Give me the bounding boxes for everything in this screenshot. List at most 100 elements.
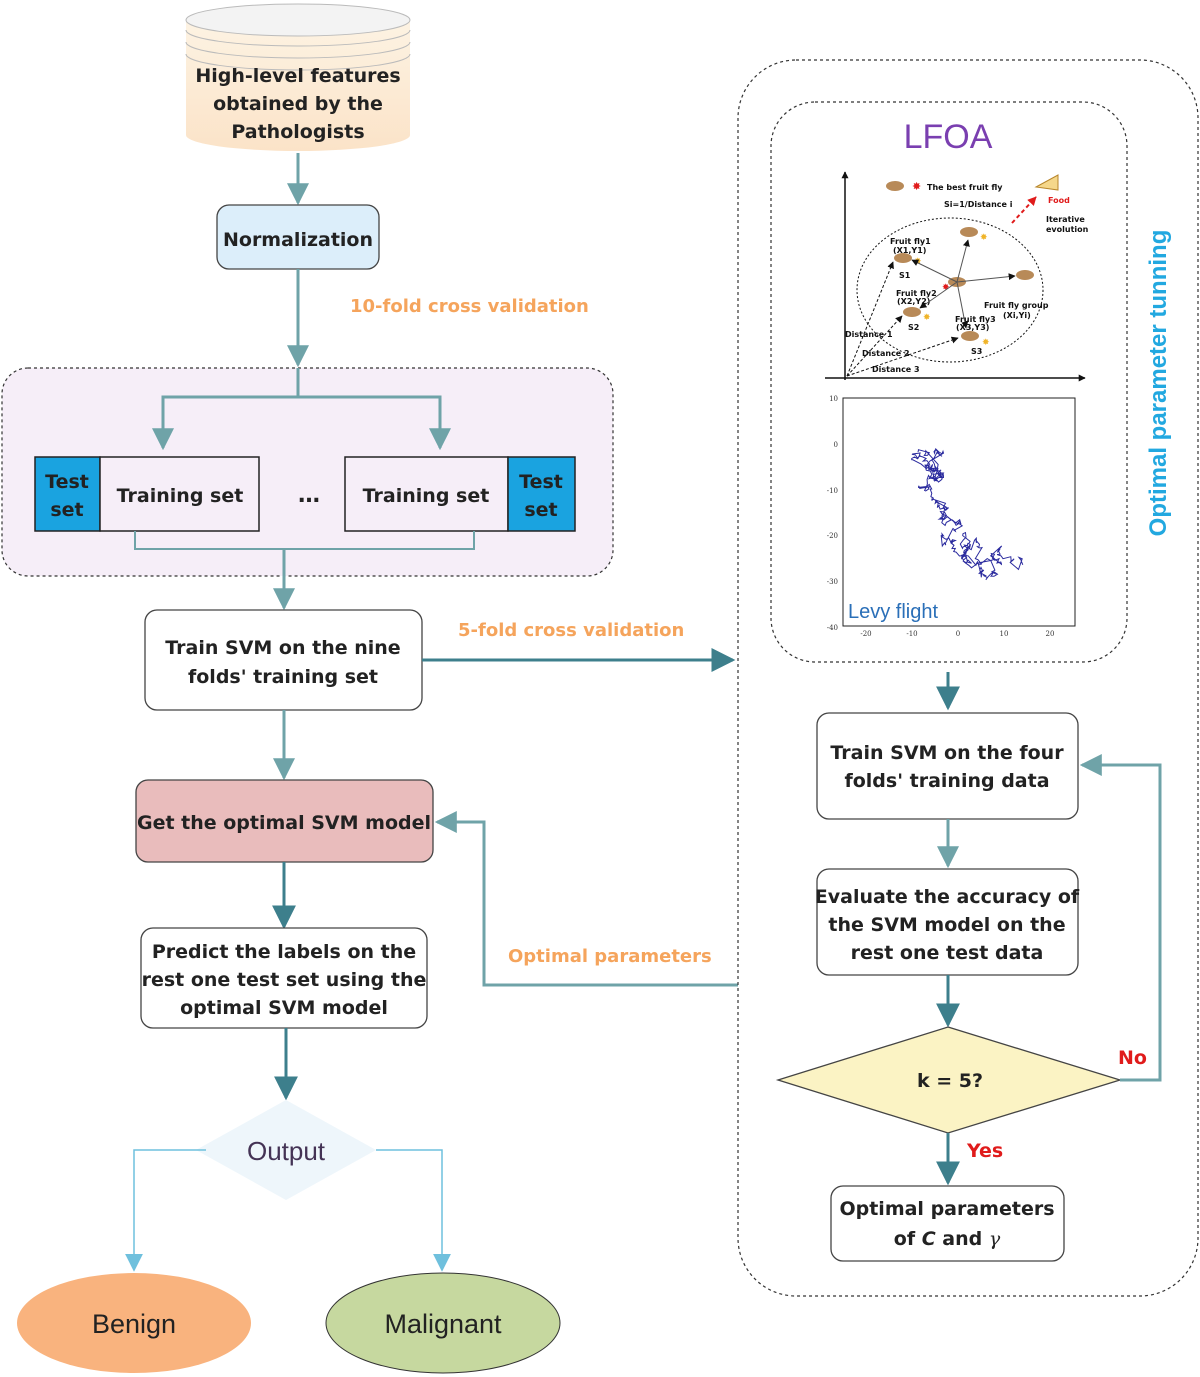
x-tick: 0 — [956, 630, 960, 638]
final-and: and — [936, 1228, 989, 1250]
training-right-label: Training set — [363, 485, 490, 507]
predict-line-2: rest one test set using the — [142, 969, 427, 991]
tuning-panel — [737, 59, 1199, 1297]
fly2-icon — [903, 307, 921, 317]
x-tick: -10 — [906, 630, 917, 638]
foa-illustration: ✸ The best fruit fly Si=1/Distance i Foo… — [825, 171, 1089, 382]
s3-label: S3 — [971, 347, 982, 356]
iterative-line-1: Iterative — [1046, 215, 1085, 224]
lfoa-panel — [770, 101, 1128, 663]
distance-3-label: Distance 3 — [872, 365, 920, 374]
fly3-label: Fruit fly3 — [955, 315, 996, 324]
final-line-1: Optimal parameters — [839, 1198, 1054, 1220]
optimal-svm-label: Get the optimal SVM model — [137, 812, 431, 834]
iterative-line-2: evolution — [1046, 225, 1089, 234]
best-fly-label: The best fruit fly — [927, 183, 1003, 192]
output-label: Output — [247, 1136, 326, 1166]
fly1-icon — [894, 253, 912, 263]
fly-top-icon — [960, 227, 978, 237]
db-line-3: Pathologists — [231, 121, 364, 143]
y-tick: 10 — [829, 395, 838, 403]
benign-node: Benign — [17, 1273, 251, 1373]
db-line-2: obtained by the — [213, 93, 383, 115]
final-gamma: γ — [989, 1228, 1001, 1250]
input-database: High-level features obtained by the Path… — [185, 3, 411, 151]
food-label: Food — [1048, 196, 1070, 205]
best-fly-icon — [886, 181, 904, 191]
arrow-output-benign — [125, 1149, 206, 1272]
x-tick: -20 — [860, 630, 871, 638]
group-label: Fruit fly group — [984, 301, 1049, 310]
x-tick: 20 — [1046, 630, 1055, 638]
optimal-params-label: Optimal parameters — [508, 946, 712, 967]
evaluate-line-2: the SVM model on the — [828, 914, 1065, 936]
side-label: Optimal parameter tunning — [1145, 230, 1172, 537]
cv5-label: 5-fold cross validation — [458, 620, 684, 641]
levy-plot: 10 0 -10 -20 -30 -40 -20 -10 0 10 20 Lev… — [827, 395, 1076, 638]
folds-panel: Test set Training set … Training set Tes… — [1, 367, 614, 577]
fly-top-star-icon: ✸ — [980, 232, 988, 242]
no-label: No — [1118, 1047, 1147, 1069]
arrow-params-to-optimal — [434, 811, 738, 987]
y-tick: -30 — [827, 578, 838, 586]
predict-line-1: Predict the labels on the — [152, 941, 416, 963]
s2-label: S2 — [908, 323, 919, 332]
lfoa-title: LFOA — [904, 118, 993, 156]
optimal-svm-box: Get the optimal SVM model — [135, 779, 434, 863]
s1-label: S1 — [899, 271, 911, 280]
benign-label: Benign — [92, 1309, 176, 1339]
train-four-line-2: folds' training data — [844, 770, 1049, 792]
test-set-right — [507, 456, 576, 532]
evaluate-line-1: Evaluate the accuracy of — [815, 886, 1080, 908]
training-set-right — [344, 456, 509, 532]
output-diamond: Output — [196, 1100, 376, 1200]
folds-ellipsis: … — [298, 483, 320, 508]
evaluate-line-3: rest one test data — [851, 942, 1044, 964]
evaluate-box: Evaluate the accuracy of the SVM model o… — [815, 868, 1080, 976]
normalization-box: Normalization — [216, 204, 380, 270]
arrow-output-malignant — [376, 1149, 451, 1272]
fly-center-star-icon: ✸ — [942, 282, 950, 292]
fly3-star-icon: ✸ — [982, 337, 990, 347]
fly3-icon — [961, 331, 979, 341]
db-line-1: High-level features — [195, 65, 400, 87]
levy-y-ticks: 10 0 -10 -20 -30 -40 — [827, 395, 838, 632]
training-set-left — [99, 456, 260, 532]
distance-2-label: Distance 2 — [862, 349, 910, 358]
cv10-label: 10-fold cross validation — [350, 296, 589, 317]
test-right-line-1: Test — [519, 471, 563, 493]
test-left-line-1: Test — [45, 471, 89, 493]
test-right-line-2: set — [524, 499, 557, 521]
best-fly-star-icon: ✸ — [912, 181, 921, 193]
arrow-no-loop — [1079, 754, 1162, 1082]
levy-x-ticks: -20 -10 0 10 20 — [860, 630, 1054, 638]
si-label: Si=1/Distance i — [944, 200, 1013, 209]
final-c: C — [922, 1228, 936, 1250]
final-of: of — [894, 1228, 922, 1250]
food-arrow — [1011, 196, 1037, 224]
y-tick: -10 — [827, 487, 838, 495]
normalization-label: Normalization — [223, 229, 373, 251]
final-line-2: of C and γ — [894, 1228, 1001, 1250]
test-left-line-2: set — [50, 499, 83, 521]
train-four-box: Train SVM on the four folds' training da… — [816, 712, 1079, 820]
fly2-star-icon: ✸ — [923, 312, 931, 322]
optimal-params-box: Optimal parameters of C and γ — [830, 1185, 1065, 1262]
y-tick: 0 — [834, 441, 838, 449]
decision-label: k = 5? — [917, 1070, 983, 1092]
train-nine-line-1: Train SVM on the nine — [165, 637, 400, 659]
train-nine-line-2: folds' training set — [188, 666, 378, 688]
fly1-coord: (X1,Y1) — [893, 246, 926, 255]
levy-path — [911, 448, 1024, 581]
train-svm-nine-box: Train SVM on the nine folds' training se… — [144, 609, 423, 711]
fly3-coord: (X3,Y3) — [956, 323, 989, 332]
distance-1-label: Distance 1 — [845, 330, 893, 339]
predict-box: Predict the labels on the rest one test … — [140, 927, 428, 1029]
fly-group-icon — [1016, 270, 1034, 280]
predict-line-3: optimal SVM model — [180, 997, 388, 1019]
yes-label: Yes — [966, 1140, 1003, 1162]
fly2-coord: (X2,Y2) — [897, 297, 930, 306]
fly2-label: Fruit fly2 — [896, 289, 937, 298]
levy-label: Levy flight — [848, 601, 938, 623]
